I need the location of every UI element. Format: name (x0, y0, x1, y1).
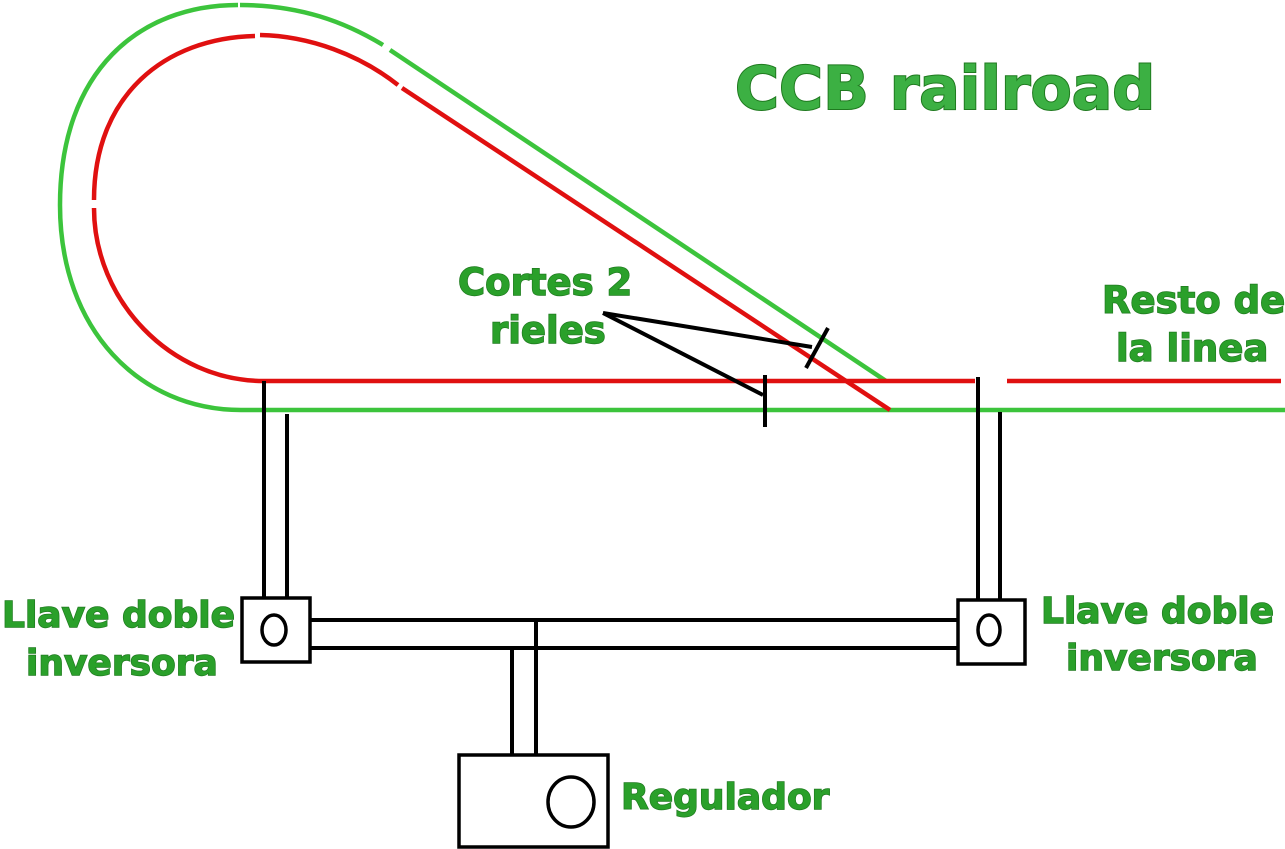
inner-rail-loop-upper-right (259, 32, 400, 87)
outer-rail-loop-left (57, 204, 242, 413)
right-switch-knob-icon (976, 613, 1002, 647)
regulator-wires (510, 620, 538, 754)
label-right-switch: Llave doble inversora (1040, 590, 1274, 679)
inner-rail-loop-top (91, 33, 256, 201)
svg-text:la linea: la linea (1116, 327, 1268, 370)
outer-rail-loop-top (57, 2, 239, 206)
label-regulator: Regulador (621, 777, 830, 818)
inner-rail-diagonal (400, 86, 892, 412)
outer-rail-loop-upper-right (239, 2, 385, 47)
diagram-title: CCB railroad (735, 54, 1155, 124)
rail-cut-mark-diagonal (804, 327, 830, 369)
svg-text:inversora: inversora (1066, 638, 1258, 679)
regulator-knob-icon (546, 775, 596, 829)
regulator (457, 753, 610, 849)
cut-pointer-mainline (602, 311, 764, 397)
label-rail-cuts: Cortes 2 rieles (457, 260, 633, 352)
svg-text:Llave doble: Llave doble (2, 595, 235, 636)
svg-text:Llave doble: Llave doble (1041, 591, 1274, 632)
svg-text:inversora: inversora (26, 643, 218, 684)
svg-text:Cortes 2: Cortes 2 (458, 261, 632, 304)
right-feeder-wires (976, 377, 1002, 600)
label-rest-of-line: Resto de la linea (1101, 278, 1285, 370)
svg-text:Resto de: Resto de (1102, 279, 1285, 322)
left-feeder-wires (262, 381, 289, 597)
outer-rail-diagonal (388, 48, 888, 383)
svg-text:rieles: rieles (490, 309, 606, 352)
switch-bus-wires (311, 618, 958, 650)
left-switch-knob-icon (260, 613, 288, 647)
inner-rail-loop-left (91, 207, 265, 384)
right-reversing-switch (956, 598, 1027, 666)
cut-pointer-diagonal (602, 311, 813, 349)
inner-rail-red (91, 32, 1281, 412)
label-left-switch: Llave doble inversora (1, 594, 235, 684)
left-reversing-switch (240, 596, 312, 664)
